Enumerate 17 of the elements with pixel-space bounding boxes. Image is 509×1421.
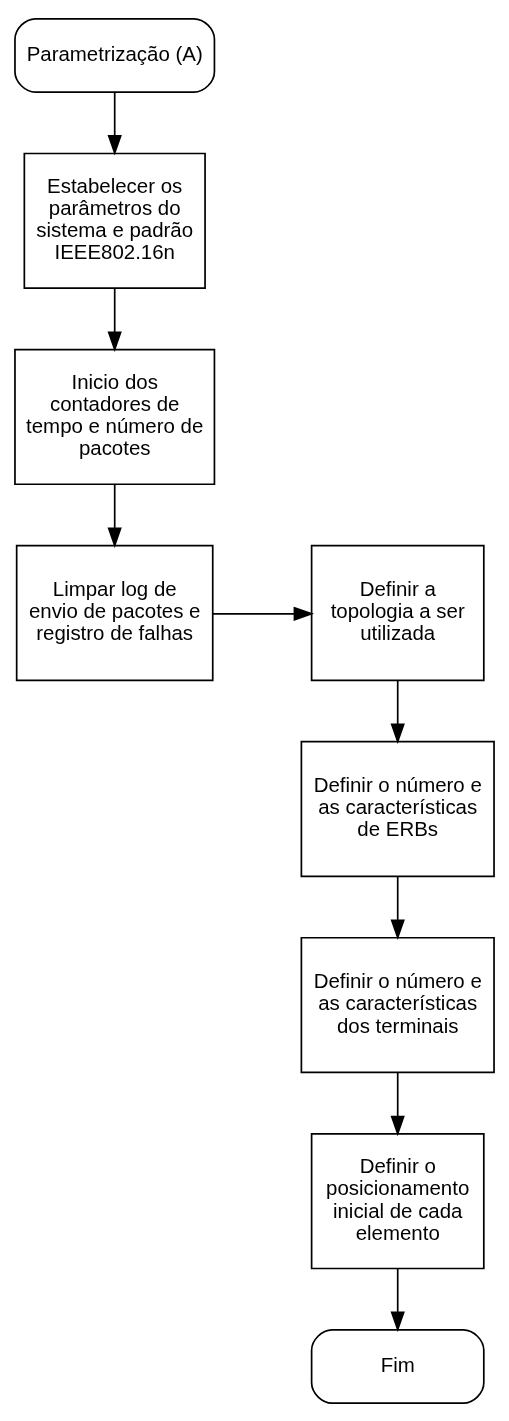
arrow	[390, 875, 405, 940]
arrow	[212, 606, 315, 621]
node-box: Definir a topologia a ser utilizada	[310, 544, 485, 681]
node-box: Parametrização (A)	[14, 17, 216, 93]
node-box: Definir o número e as características de ERBs	[300, 740, 495, 877]
node-box: Fim	[310, 1328, 485, 1404]
arrow	[390, 679, 405, 744]
node-box: Estabelecer os parâmetros do sistema e padrão IEEE802.16n	[23, 152, 206, 289]
arrow	[107, 286, 122, 352]
arrow	[390, 1267, 405, 1332]
arrow	[107, 483, 122, 548]
node-box: Inicio dos contadores de tempo e número de pacotes	[14, 348, 216, 485]
node-box: Definir o número e as características dos terminais	[300, 936, 495, 1073]
node-box: Definir o posicionamento inicial de cada elemento	[310, 1132, 485, 1269]
arrow	[390, 1071, 405, 1136]
arrow	[107, 90, 122, 156]
node-box: Limpar log de envio de pacotes e registro de falhas	[15, 544, 214, 681]
